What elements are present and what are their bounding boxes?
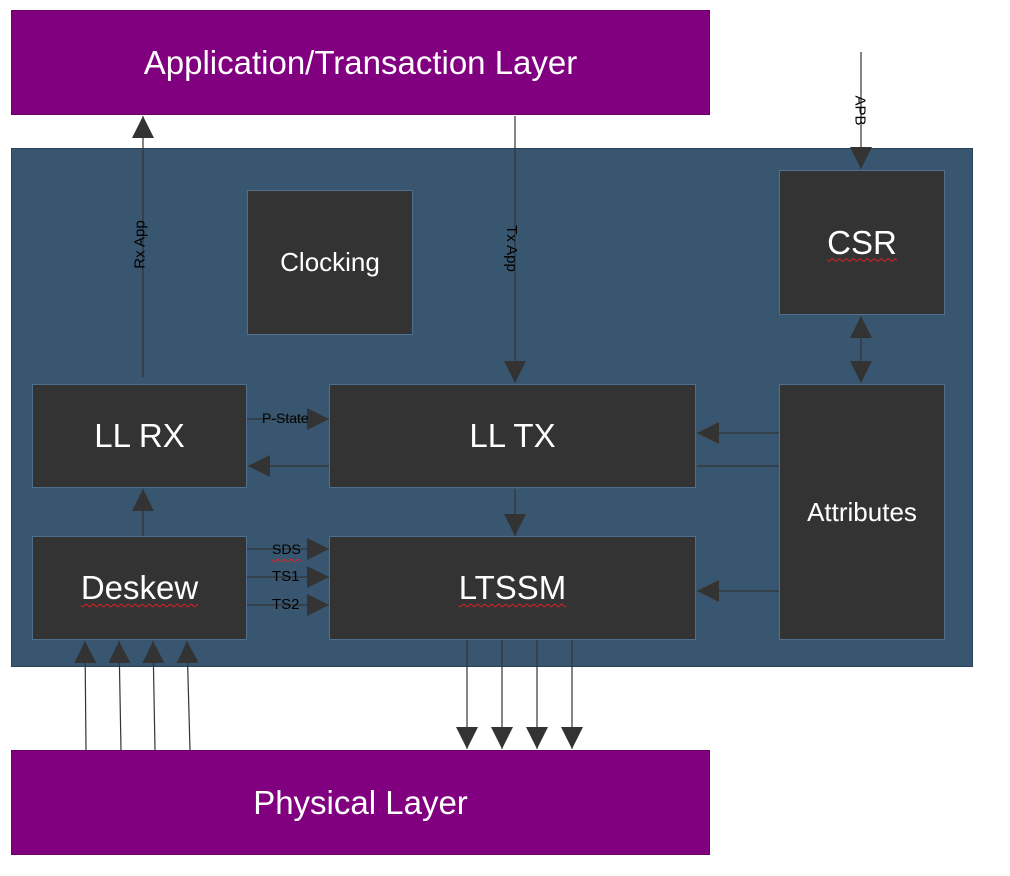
ts1-label: TS1: [272, 568, 300, 585]
ll-tx-block: LL TX: [329, 384, 696, 488]
ll-rx-block: LL RX: [32, 384, 247, 488]
apb-label: APB: [851, 95, 869, 126]
ltssm-block: LTSSM: [329, 536, 696, 640]
attributes-block: Attributes: [779, 384, 945, 640]
ll-tx-label: LL TX: [469, 417, 556, 454]
csr-label: CSR: [827, 223, 897, 261]
deskew-label: Deskew: [80, 569, 199, 606]
physical-layer: Physical Layer: [11, 750, 710, 855]
deskew-block: Deskew: [32, 536, 247, 640]
clocking-label: Clocking: [280, 247, 380, 277]
ts2-label: TS2: [272, 596, 300, 613]
clocking-block: Clocking: [247, 190, 413, 335]
application-transaction-layer: Application/Transaction Layer: [11, 10, 710, 115]
attributes-label: Attributes: [807, 496, 917, 527]
ltssm-label: LTSSM: [458, 569, 567, 606]
application-layer-label: Application/Transaction Layer: [143, 43, 578, 81]
sds-label: SDS: [272, 541, 301, 557]
p-state-label: P-State: [262, 410, 309, 426]
tx-app-label: Tx App: [502, 225, 520, 272]
physical-layer-label: Physical Layer: [253, 783, 468, 821]
csr-block: CSR: [779, 170, 945, 315]
ll-rx-label: LL RX: [94, 417, 185, 454]
rx-app-label: Rx App: [131, 220, 149, 269]
